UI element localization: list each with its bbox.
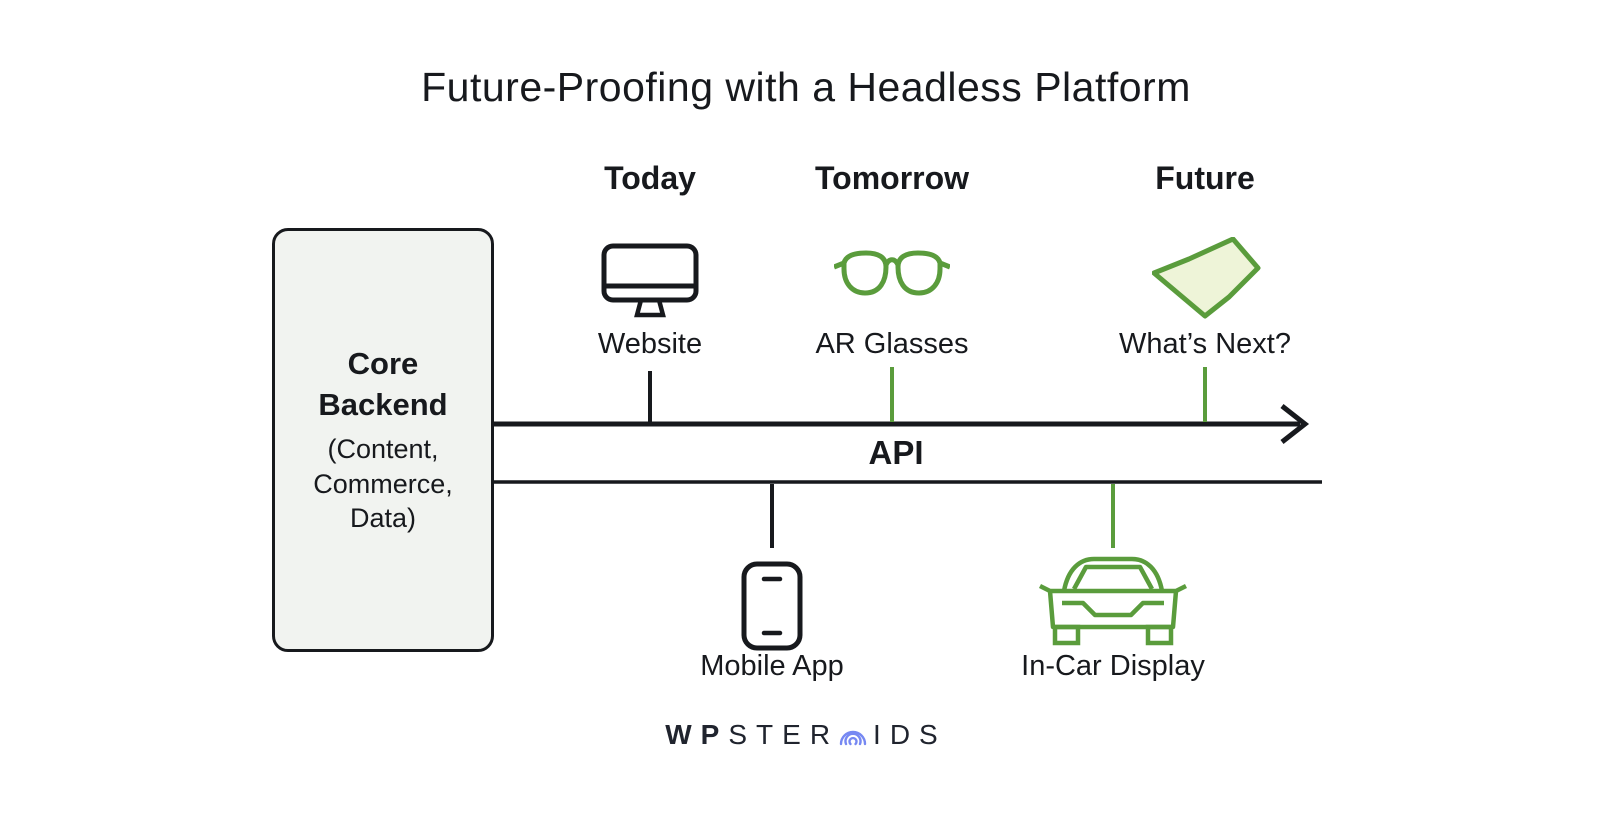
website-label: Website [597,328,703,360]
desktop-monitor-icon [601,243,699,318]
arrowhead-icon [1280,404,1310,444]
concentric-arcs-o-icon [839,730,867,746]
glasses-icon [834,250,950,296]
whats-next-label: What’s Next? [1119,328,1291,360]
column-header-tomorrow: Tomorrow [814,160,970,196]
ar-glasses-label: AR Glasses [815,328,969,360]
column-header-future: Future [1155,160,1255,196]
core-backend-box: Core Backend (Content, Commerce, Data) [272,228,494,652]
core-backend-title: Core Backend [318,346,448,423]
column-header-today: Today [604,160,696,196]
logo-text-ids: IDS [873,719,947,750]
mobile-app-label: Mobile App [700,650,844,682]
logo-text-ster: STER [728,719,840,750]
smartphone-icon [741,561,803,651]
abstract-shape-icon [1152,237,1261,319]
page-title: Future-Proofing with a Headless Platform [421,64,1191,110]
logo-text-wp: WP [665,719,729,750]
car-icon [1038,556,1188,646]
api-label: API [868,434,924,471]
in-car-display-label: In-Car Display [1021,650,1205,682]
core-backend-subtitle: (Content, Commerce, Data) [313,434,453,534]
